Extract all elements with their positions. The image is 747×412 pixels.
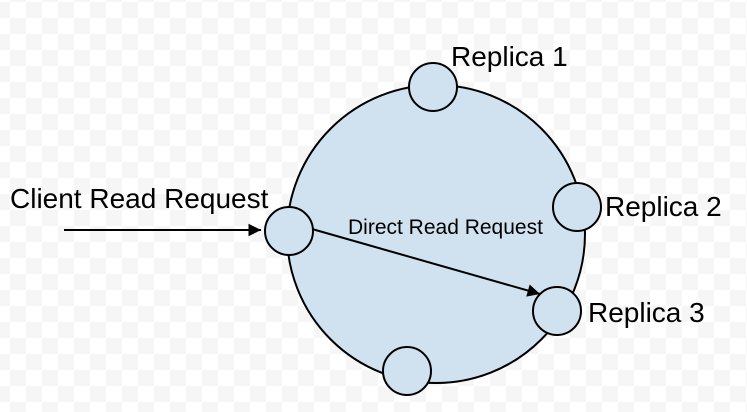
node-replica-3 — [532, 286, 582, 336]
direct-read-arrow — [311, 228, 541, 297]
replica-3-label: Replica 3 — [588, 297, 705, 328]
node-replica-2 — [552, 182, 602, 232]
client-read-request-label: Client Read Request — [10, 183, 269, 214]
replica-1-label: Replica 1 — [451, 41, 568, 72]
node-entry — [264, 206, 314, 256]
node-bottom — [382, 346, 432, 396]
node-replica-1 — [408, 62, 458, 112]
direct-read-request-label: Direct Read Request — [348, 216, 543, 239]
replica-2-label: Replica 2 — [605, 191, 722, 222]
